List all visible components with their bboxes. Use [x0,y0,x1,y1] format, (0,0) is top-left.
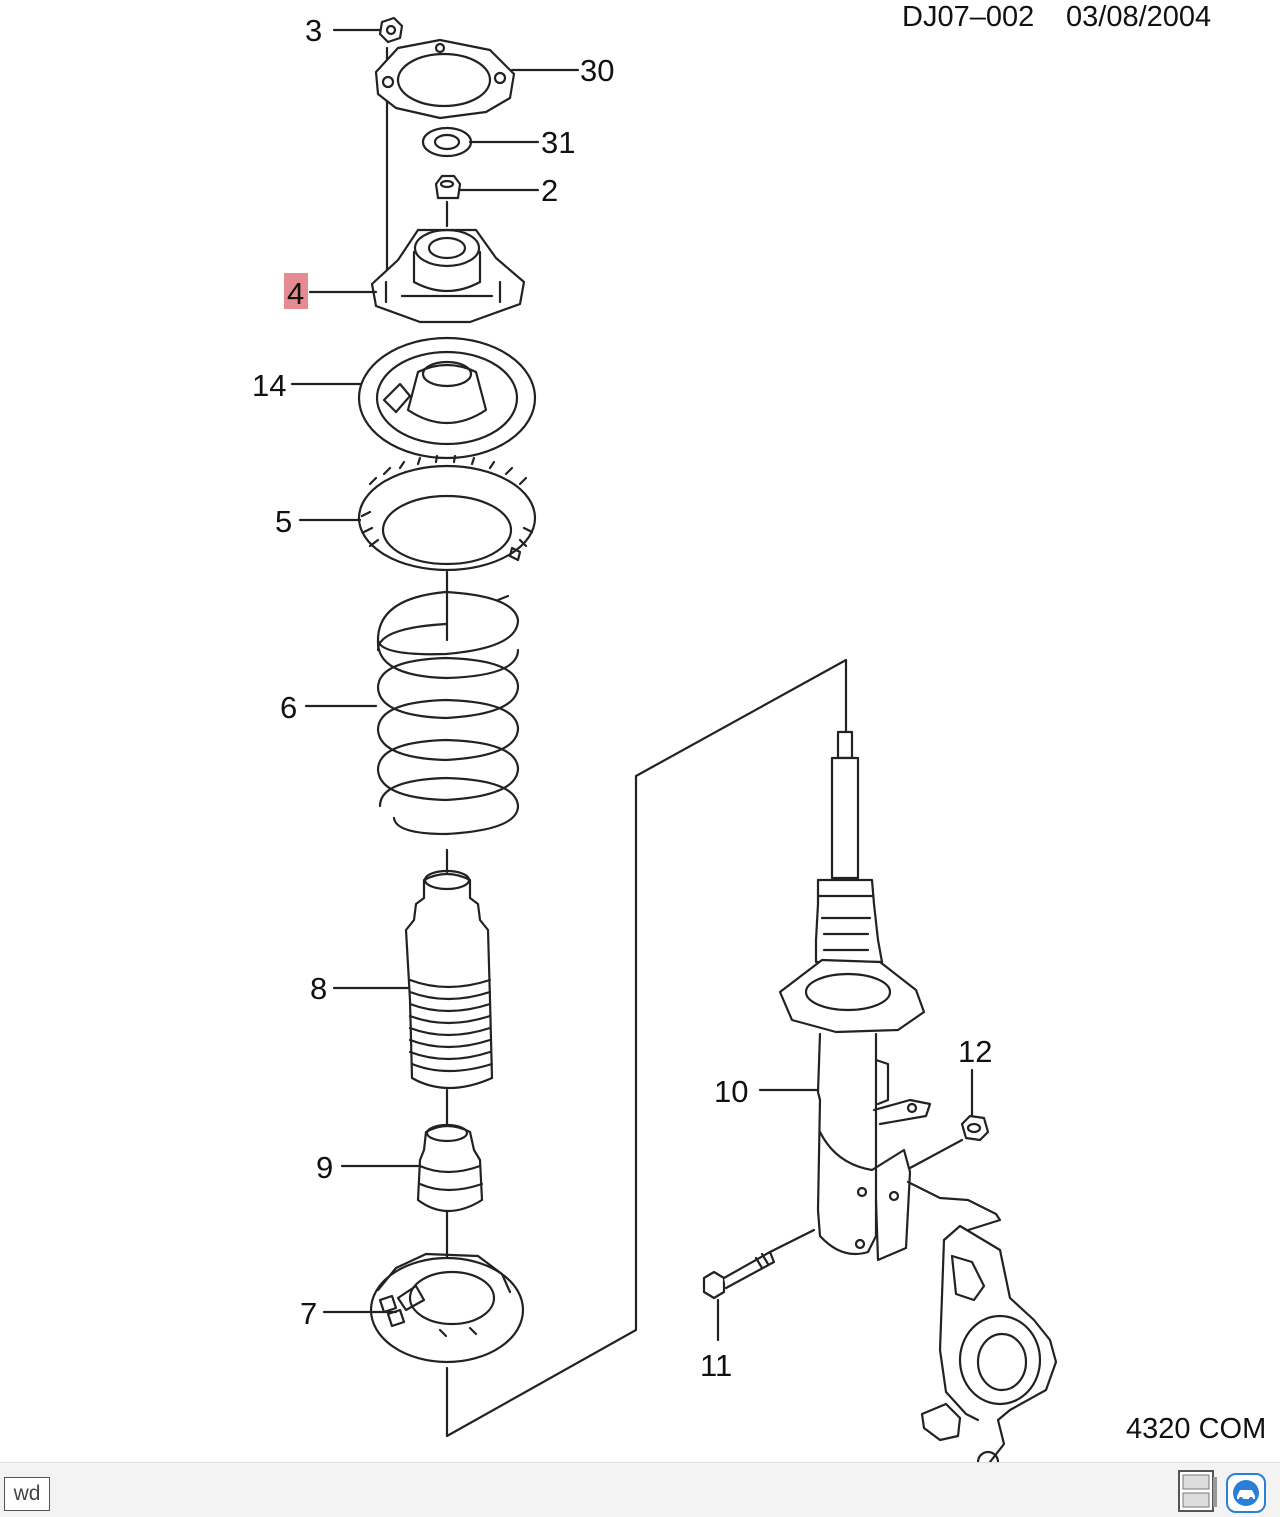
wd-button[interactable]: wd [4,1477,50,1511]
callout-5[interactable]: 5 [275,504,292,539]
part-31-washer [421,126,473,158]
part-7-lower-seat [369,1252,525,1364]
callout-4[interactable]: 4 [287,276,304,311]
callout-14[interactable]: 14 [252,368,286,403]
part-4-top-mount [370,228,526,324]
part-3-nut [378,16,404,44]
part-6-coil-spring [376,590,520,836]
drawing-date: 03/08/2004 [1066,1,1211,33]
part-12-nut [908,1068,990,1170]
callout-12[interactable]: 12 [958,1034,992,1069]
footer-code: 4320 COM [1126,1413,1266,1445]
callout-4-highlight [284,273,308,309]
callout-9[interactable]: 9 [316,1150,333,1185]
callout-6[interactable]: 6 [280,690,297,725]
part-2-nut [434,174,462,200]
part-10-strut [778,730,932,1262]
assistant-car-icon[interactable] [1226,1473,1266,1513]
steering-knuckle [906,1180,1058,1462]
bottom-toolbar: wd [0,1462,1280,1517]
callout-30[interactable]: 30 [580,53,614,88]
part-8-dust-boot [404,869,494,1090]
part-11-bolt [702,1228,816,1342]
part-30-gasket [374,38,516,120]
part-14-spring-seat [357,336,537,460]
part-9-bump-stop [416,1123,484,1212]
callout-10[interactable]: 10 [714,1074,748,1109]
strut-exploded-diagram: DJ07–002 03/08/2004 4320 COM 3 30 31 2 4… [252,1,1266,1462]
assembly-connector-line [445,658,848,1438]
part-5-insulator [357,454,537,572]
drawing-ref: DJ07–002 [902,1,1034,33]
callout-11[interactable]: 11 [700,1348,732,1383]
callout-31[interactable]: 31 [541,125,575,160]
gm-spo-icon[interactable] [1176,1469,1220,1513]
callout-7[interactable]: 7 [300,1296,317,1331]
callout-2[interactable]: 2 [541,173,558,208]
callout-3[interactable]: 3 [305,13,322,48]
callout-8[interactable]: 8 [310,971,327,1006]
